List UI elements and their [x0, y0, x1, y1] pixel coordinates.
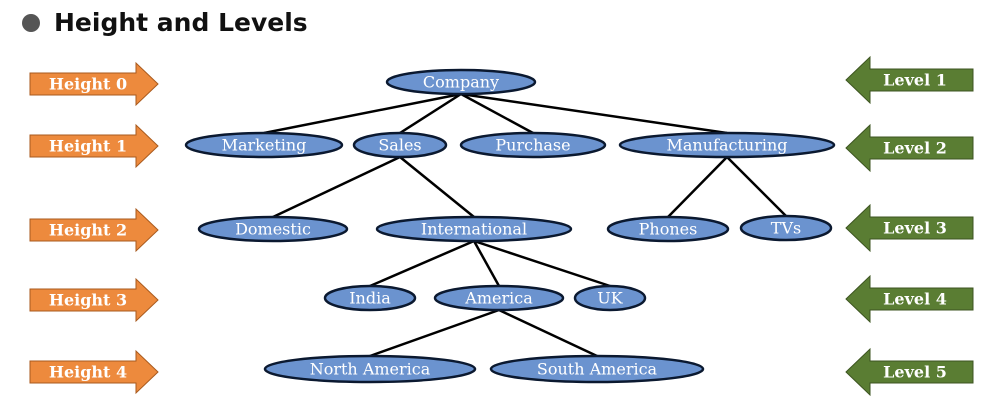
- node-label: TVs: [771, 219, 801, 238]
- node-ellipse: [323, 284, 417, 312]
- level-label: Level 5: [883, 363, 947, 382]
- left-arrow-icon: [845, 55, 974, 105]
- height-label: Height 4: [49, 363, 127, 382]
- edge-manufacturing-tvs: [726, 156, 787, 217]
- level-arrow-0: Level 1: [845, 55, 974, 105]
- left-arrow-icon: [845, 203, 974, 253]
- height-arrow-4: Height 4: [29, 349, 159, 395]
- height-arrow-3: Height 3: [29, 277, 159, 323]
- height-arrows: Height 0 Height 1 Height 2 Height 3 Height 4: [29, 61, 159, 395]
- height-label: Height 3: [49, 291, 127, 310]
- heading-title: Height and Levels: [54, 8, 308, 37]
- node-label: Domestic: [235, 220, 311, 239]
- left-arrow-icon: [845, 347, 974, 397]
- level-label: Level 3: [883, 219, 947, 238]
- node-label: Sales: [378, 136, 421, 155]
- level-arrows: Level 1 Level 2 Level 3 Level 4 Level 5: [845, 55, 974, 397]
- node-domestic: Domestic: [197, 215, 349, 243]
- right-arrow-icon: [29, 123, 159, 169]
- level-label: Level 4: [883, 290, 947, 309]
- node-purchase: Purchase: [459, 131, 607, 159]
- node-label: Marketing: [222, 136, 307, 155]
- height-arrow-2: Height 2: [29, 207, 159, 253]
- node-north-america: North America: [263, 354, 477, 384]
- bullet-icon: [22, 13, 40, 32]
- level-arrow-1: Level 2: [845, 123, 974, 173]
- node-label: North America: [310, 360, 431, 379]
- node-label: Company: [423, 73, 499, 92]
- height-arrow-1: Height 1: [29, 123, 159, 169]
- node-label: South America: [537, 360, 658, 379]
- node-ellipse: [385, 68, 537, 96]
- edge-america-south-america: [498, 308, 598, 358]
- edge-company-manufacturing: [460, 92, 728, 135]
- height-label: Height 1: [49, 137, 127, 156]
- node-label: UK: [597, 289, 623, 308]
- edge-international-india: [369, 239, 475, 288]
- node-south-america: South America: [489, 354, 705, 384]
- edge-company-marketing: [263, 92, 462, 135]
- right-arrow-icon: [29, 349, 159, 395]
- edge-company-purchase: [460, 92, 534, 135]
- node-manufacturing: Manufacturing: [618, 131, 836, 159]
- node-ellipse: [489, 354, 705, 384]
- level-label: Level 2: [883, 139, 947, 158]
- edge-international-america: [472, 240, 501, 287]
- node-label: Phones: [639, 220, 698, 239]
- level-arrow-4: Level 5: [845, 347, 974, 397]
- edge-international-uk: [473, 239, 611, 288]
- node-ellipse: [375, 215, 573, 243]
- node-label: India: [349, 289, 391, 308]
- node-ellipse: [184, 131, 344, 159]
- node-ellipse: [739, 214, 833, 242]
- tree-edges: [263, 92, 787, 358]
- node-ellipse: [606, 215, 730, 243]
- height-arrow-0: Height 0: [29, 61, 159, 107]
- edge-sales-international: [399, 156, 475, 218]
- node-uk: UK: [573, 284, 647, 312]
- node-sales: Sales: [352, 131, 448, 159]
- node-india: India: [323, 284, 417, 312]
- slide-heading: Height and Levels: [22, 8, 308, 37]
- node-ellipse: [618, 131, 836, 159]
- node-ellipse: [459, 131, 607, 159]
- node-international: International: [375, 215, 573, 243]
- node-phones: Phones: [606, 215, 730, 243]
- node-marketing: Marketing: [184, 131, 344, 159]
- node-label: Manufacturing: [667, 136, 788, 155]
- node-america: America: [433, 284, 565, 312]
- node-label: Purchase: [495, 136, 570, 155]
- edge-company-sales: [399, 92, 462, 135]
- right-arrow-icon: [29, 207, 159, 253]
- level-arrow-3: Level 4: [845, 274, 974, 324]
- left-arrow-icon: [845, 123, 974, 173]
- node-label: International: [421, 220, 527, 239]
- edge-sales-domestic: [272, 155, 401, 219]
- node-ellipse: [433, 284, 565, 312]
- node-ellipse: [352, 131, 448, 159]
- node-ellipse: [263, 354, 477, 384]
- node-ellipse: [573, 284, 647, 312]
- edge-manufacturing-phones: [667, 156, 728, 218]
- level-label: Level 1: [883, 71, 947, 90]
- height-label: Height 2: [49, 221, 127, 240]
- node-tvs: TVs: [739, 214, 833, 242]
- right-arrow-icon: [29, 277, 159, 323]
- height-label: Height 0: [49, 75, 127, 94]
- node-ellipse: [197, 215, 349, 243]
- level-arrow-2: Level 3: [845, 203, 974, 253]
- node-company: Company: [385, 68, 537, 96]
- node-label: America: [464, 289, 533, 308]
- edge-america-north-america: [369, 308, 500, 358]
- left-arrow-icon: [845, 274, 974, 324]
- right-arrow-icon: [29, 61, 159, 107]
